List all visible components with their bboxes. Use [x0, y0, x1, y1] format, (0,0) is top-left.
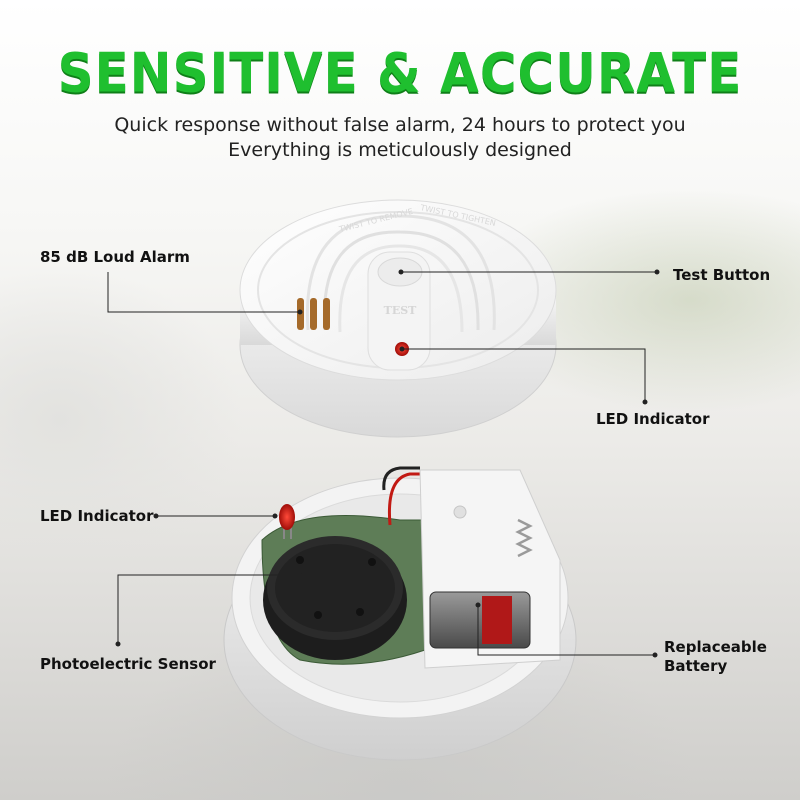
callout-led-indicator-top: LED Indicator — [596, 410, 710, 428]
detector-base — [223, 466, 577, 761]
callout-replaceable-battery: Replaceable Battery — [664, 638, 767, 676]
callout-lines — [107, 271, 657, 656]
headline: SENSITIVE & ACCURATE — [57, 41, 743, 105]
callout-loud-alarm: 85 dB Loud Alarm — [40, 248, 190, 266]
photoelectric-chamber — [263, 536, 407, 660]
callout-battery-line-2: Battery — [664, 657, 728, 675]
callout-led-indicator-bottom: LED Indicator — [40, 507, 154, 525]
callout-dots — [115, 269, 660, 658]
test-embossed-label: TEST — [384, 304, 418, 317]
subtitle-line-2: Everything is meticulously designed — [228, 139, 572, 161]
battery — [429, 591, 531, 649]
detector-cover — [239, 199, 557, 438]
callout-test-button: Test Button — [673, 266, 771, 284]
board-led — [279, 504, 295, 530]
callout-battery-line-1: Replaceable — [664, 638, 767, 656]
callout-photoelectric-sensor: Photoelectric Sensor — [40, 655, 216, 673]
subtitle-line-1: Quick response without false alarm, 24 h… — [114, 114, 686, 136]
